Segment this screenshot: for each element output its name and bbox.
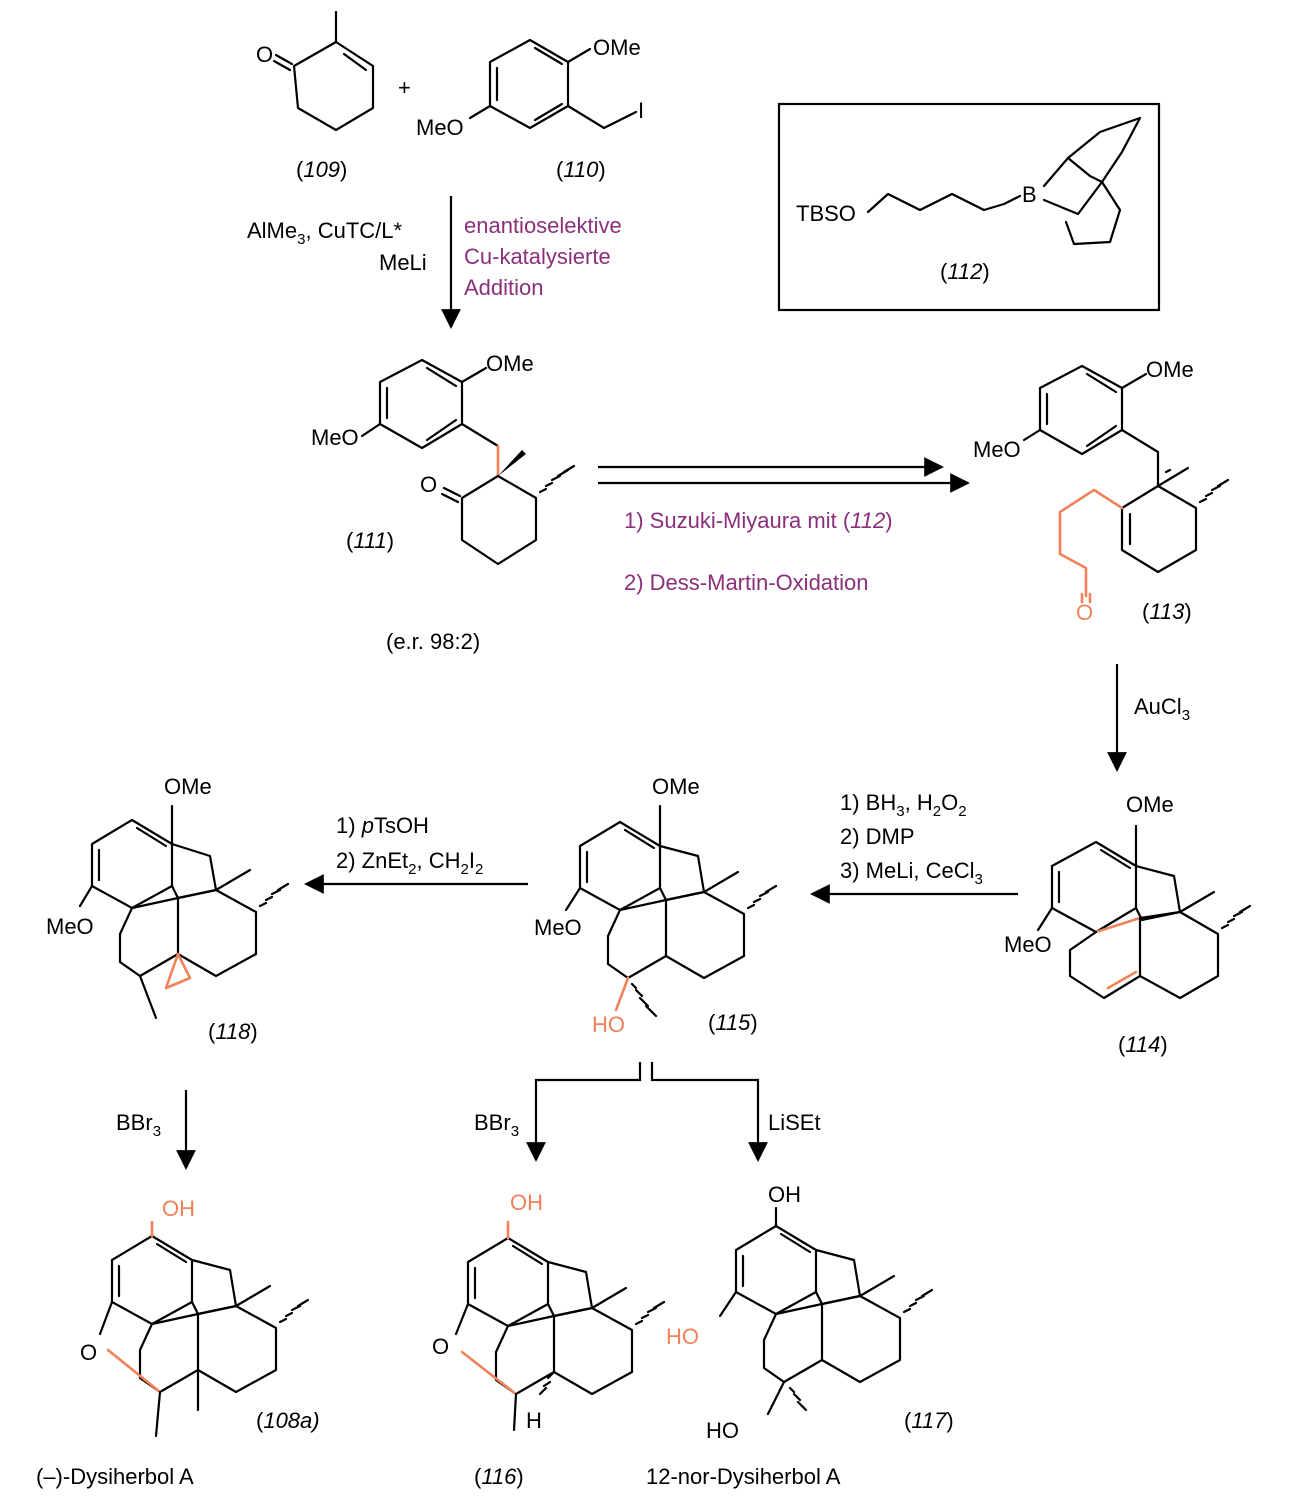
reaction-arrow-step6: BBr3	[116, 1090, 196, 1170]
methoxy-label: MeO	[534, 915, 582, 940]
plus-sign: +	[398, 75, 411, 100]
compound-label-117: (117)	[904, 1408, 954, 1433]
tbso-label: TBSO	[796, 201, 856, 226]
compound-label-108a: (108a)	[256, 1408, 320, 1433]
methoxy-label: OMe	[593, 35, 641, 60]
reagent-text: 2) ZnEt2, CH2I2	[336, 848, 483, 878]
ether-oxygen: O	[80, 1340, 97, 1365]
compound-109: O (109)	[256, 10, 375, 182]
hydroxyl-label: OH	[510, 1190, 543, 1215]
reagent-text: 1) Suzuki-Miyaura mit (112)	[624, 508, 893, 533]
hydroxyl-label: HO	[666, 1324, 699, 1349]
reaction-arrow-step5: 1) pTsOH 2) ZnEt2, CH2I2	[304, 813, 528, 894]
hydroxyl-label: OH	[768, 1182, 801, 1207]
ether-oxygen: O	[432, 1334, 449, 1359]
step-description: enantioselektive	[464, 213, 622, 238]
methoxy-label: OMe	[486, 351, 534, 376]
methoxy-label: MeO	[311, 425, 359, 450]
reaction-arrow-step2: 1) Suzuki-Miyaura mit (112) 2) Dess-Mart…	[598, 457, 970, 595]
compound-110: OMe MeO I (110)	[416, 35, 644, 182]
compound-118: OMe MeO (118)	[46, 774, 290, 1044]
reagent-text: LiSEt	[768, 1110, 821, 1135]
reaction-arrow-step1: AlMe3, CuTC/L* MeLi enantioselektive Cu-…	[247, 196, 622, 329]
compound-label-109: (109)	[296, 157, 347, 182]
compound-115: OMe MeO HO (115)	[534, 774, 778, 1037]
compound-name: 12-nor-Dysiherbol A	[646, 1464, 841, 1489]
methoxy-label: MeO	[46, 914, 94, 939]
hydroxyl-label: HO	[706, 1418, 739, 1443]
compound-label-113: (113)	[1142, 599, 1192, 624]
compound-label-115: (115)	[708, 1010, 758, 1035]
compound-label-116: (116)	[474, 1464, 524, 1489]
carbonyl-oxygen: O	[420, 472, 437, 497]
reagent-text: 1) BH3, H2O2	[840, 790, 967, 820]
methoxy-label: OMe	[1126, 792, 1174, 817]
compound-116: OH O H (116)	[432, 1190, 666, 1489]
aldehyde-oxygen: O	[1076, 600, 1093, 625]
step-description: Addition	[464, 275, 544, 300]
methoxy-label: OMe	[164, 774, 212, 799]
carbonyl-oxygen: O	[256, 42, 273, 67]
compound-111: OMe MeO O (111) (e.r. 98:2)	[311, 351, 576, 654]
reagent-text: AuCl3	[1134, 694, 1190, 724]
methoxy-label: MeO	[1004, 932, 1052, 957]
reagent-text: 1) pTsOH	[336, 813, 429, 838]
reagent-text: BBr3	[116, 1110, 161, 1140]
methoxy-label: OMe	[1146, 357, 1194, 382]
methoxy-label: OMe	[652, 774, 700, 799]
compound-name: (–)-Dysiherbol A	[36, 1464, 194, 1489]
reagent-text: BBr3	[474, 1110, 519, 1140]
reagent-text: 3) MeLi, CeCl3	[840, 858, 983, 888]
compound-label-111: (111)	[346, 528, 394, 553]
reagent-text: 2) DMP	[840, 824, 915, 849]
reagent-text: 2) Dess-Martin-Oxidation	[624, 570, 869, 595]
compound-label-110: (110)	[556, 157, 606, 182]
methoxy-label: MeO	[973, 437, 1021, 462]
compound-label-114: (114)	[1118, 1032, 1168, 1057]
hydrogen-label: H	[526, 1408, 542, 1433]
enantiomeric-ratio: (e.r. 98:2)	[386, 629, 480, 654]
reagent-text: MeLi	[379, 250, 427, 275]
compound-label-118: (118)	[208, 1019, 258, 1044]
boron-label: B	[1022, 182, 1037, 207]
compound-114: OMe MeO (114)	[1004, 792, 1252, 1057]
compound-112-box: TBSO B (112)	[777, 102, 1161, 312]
compound-117: OH HO HO (117) 12-nor-Dysiherbol A	[646, 1182, 954, 1489]
reagent-text: AlMe3, CuTC/L*	[247, 218, 402, 248]
compound-108a: OH O (108a) (–)-Dysiherbol A	[36, 1196, 320, 1489]
iodine-label: I	[638, 98, 644, 123]
hydroxyl-label: OH	[162, 1196, 195, 1221]
reaction-arrow-step4: 1) BH3, H2O2 2) DMP 3) MeLi, CeCl3	[810, 790, 1018, 904]
step-description: Cu-katalysierte	[464, 244, 611, 269]
compound-label-112: (112)	[940, 259, 990, 284]
methoxy-label: MeO	[416, 115, 464, 140]
hydroxyl-label: HO	[592, 1012, 625, 1037]
reaction-arrow-branch: BBr3 LiSEt	[474, 1062, 821, 1162]
reaction-arrow-step3: AuCl3	[1107, 664, 1190, 772]
compound-113: OMe MeO O (113)	[973, 357, 1230, 625]
